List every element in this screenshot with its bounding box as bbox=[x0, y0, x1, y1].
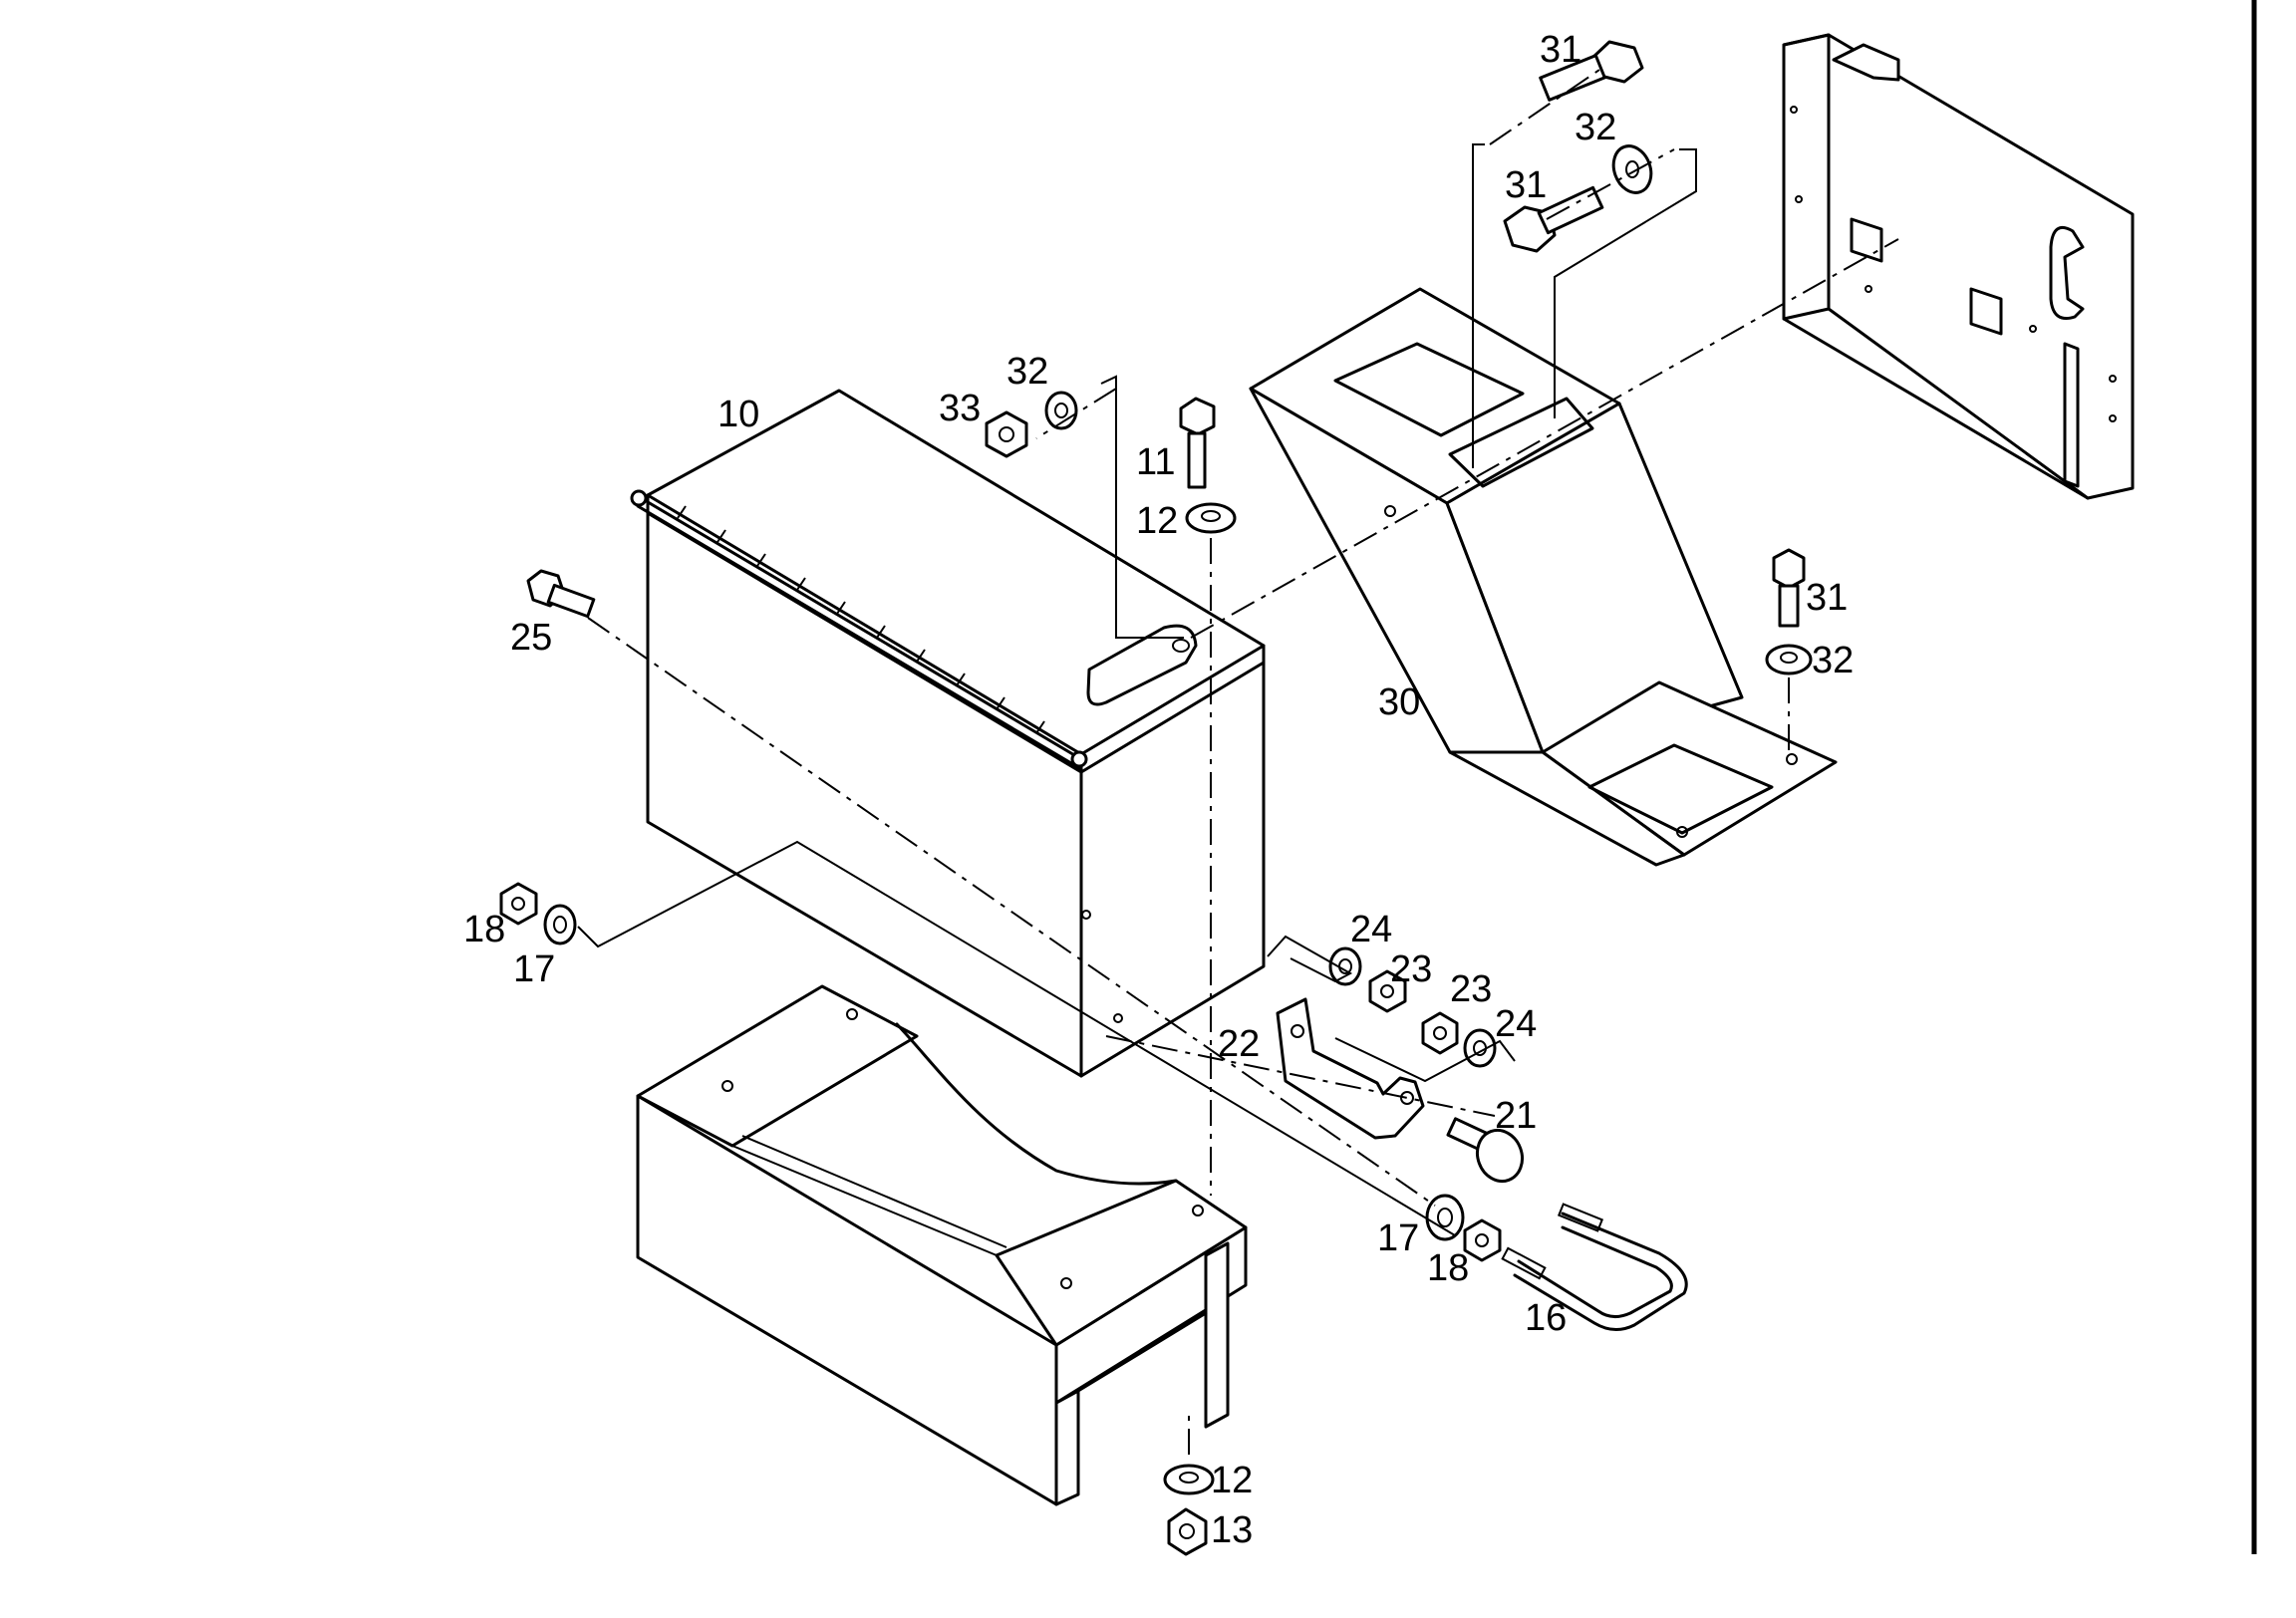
callout-21: 21 bbox=[1495, 1095, 1537, 1137]
callout-31-top: 31 bbox=[1540, 29, 1581, 71]
callout-16: 16 bbox=[1525, 1297, 1567, 1339]
callout-12-top: 12 bbox=[1136, 500, 1178, 542]
bolt-31-top bbox=[1539, 40, 1644, 102]
callout-17-left: 17 bbox=[513, 948, 555, 990]
battery-box bbox=[630, 389, 1266, 1078]
callout-25: 25 bbox=[510, 617, 552, 659]
battery-holder bbox=[1249, 287, 1838, 867]
washer-32-left bbox=[1044, 391, 1078, 430]
callout-10: 10 bbox=[718, 394, 759, 435]
u-bolt-16 bbox=[1501, 1203, 1688, 1331]
washer-24-upper bbox=[1328, 946, 1362, 986]
nut-18-left bbox=[499, 882, 538, 926]
nut-33 bbox=[985, 410, 1028, 458]
nut-18-right bbox=[1463, 1218, 1502, 1262]
washer-24-lower bbox=[1463, 1028, 1497, 1068]
screw-21 bbox=[1446, 1117, 1525, 1184]
nut-23-upper bbox=[1368, 969, 1407, 1013]
nut-13 bbox=[1167, 1507, 1208, 1556]
callout-32-right: 32 bbox=[1812, 640, 1854, 681]
washer-32-right bbox=[1765, 644, 1813, 675]
callout-17-right: 17 bbox=[1377, 1217, 1419, 1259]
callout-24-lower: 24 bbox=[1495, 1003, 1537, 1045]
callout-31-right: 31 bbox=[1806, 577, 1848, 619]
callout-23-upper: 23 bbox=[1390, 948, 1432, 990]
callout-32-left: 32 bbox=[1006, 351, 1048, 393]
callout-33: 33 bbox=[939, 388, 981, 429]
nut-23-lower bbox=[1421, 1011, 1459, 1055]
callout-31-middle: 31 bbox=[1505, 164, 1547, 206]
callout-18-right: 18 bbox=[1427, 1247, 1469, 1289]
callout-32-top: 32 bbox=[1575, 107, 1616, 148]
bolt-11 bbox=[1179, 397, 1216, 489]
callout-18-left: 18 bbox=[463, 909, 505, 950]
washer-12-bottom bbox=[1163, 1464, 1215, 1495]
bolt-31-middle bbox=[1503, 185, 1604, 253]
washer-17-right bbox=[1425, 1194, 1465, 1241]
bolt-25 bbox=[526, 569, 596, 619]
callout-24-upper: 24 bbox=[1350, 909, 1392, 950]
callout-22: 22 bbox=[1218, 1023, 1260, 1065]
bolt-31-right bbox=[1772, 548, 1806, 628]
callout-13: 13 bbox=[1211, 1509, 1253, 1551]
washer-32-top bbox=[1611, 144, 1653, 194]
clamp-bracket-22 bbox=[1276, 997, 1425, 1140]
assembly-lines bbox=[577, 69, 1899, 1455]
support-base bbox=[636, 984, 1248, 1506]
callout-11: 11 bbox=[1136, 441, 1175, 483]
washer-12-top bbox=[1185, 502, 1237, 534]
frame-plate bbox=[1782, 33, 2135, 500]
callout-12-bottom: 12 bbox=[1211, 1460, 1253, 1501]
callout-30: 30 bbox=[1378, 681, 1420, 723]
callout-labels: 10 11 12 12 13 16 17 17 18 18 21 22 23 2… bbox=[463, 29, 1854, 1551]
callout-23-lower: 23 bbox=[1450, 968, 1492, 1010]
washer-17-left bbox=[543, 904, 577, 945]
